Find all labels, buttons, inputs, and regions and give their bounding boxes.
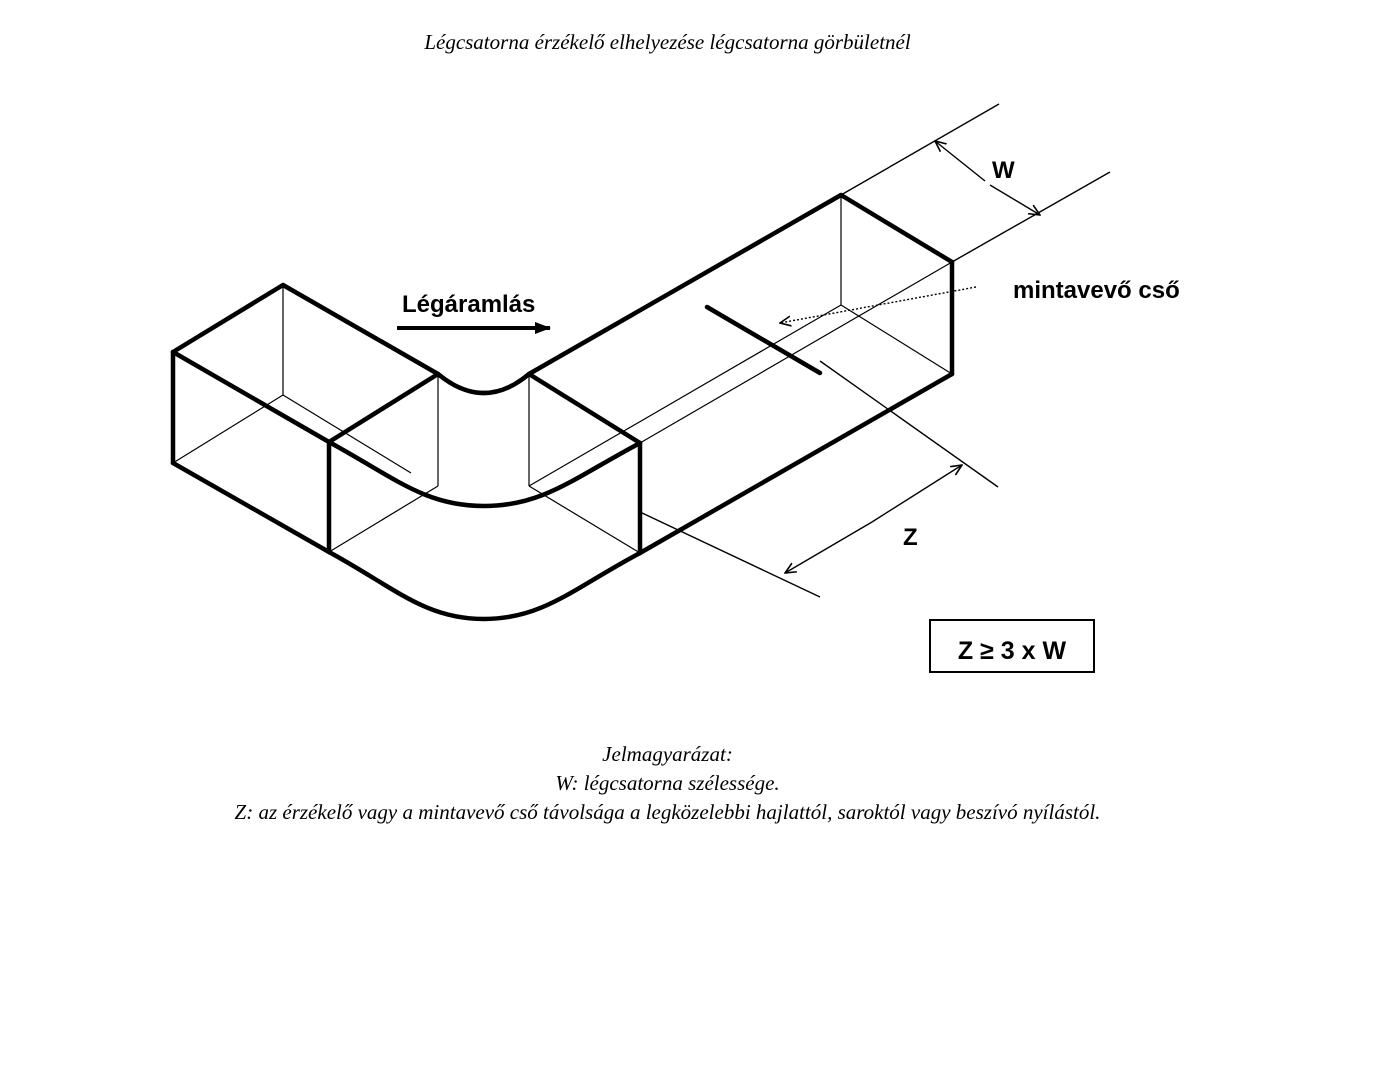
label-airflow: Légáramlás (402, 291, 535, 318)
legend-w-definition: W: légcsatorna szélessége. (555, 771, 780, 795)
dimension-w (840, 103, 1111, 263)
label-sampling-tube: mintavevő cső (1013, 277, 1180, 304)
condition-text: Z ≥ 3 x W (958, 637, 1067, 665)
duct-outline (170, 192, 955, 622)
sampling-tube-leader (780, 286, 977, 323)
legend-heading: Jelmagyarázat: (602, 742, 733, 766)
dimension-z (639, 360, 999, 598)
duct-inner-edges (172, 195, 953, 554)
diagram-title: Légcsatorna érzékelő elhelyezése légcsat… (424, 30, 911, 54)
label-z: Z (903, 524, 918, 551)
legend: Jelmagyarázat: W: légcsatorna szélessége… (0, 740, 1335, 827)
label-w: W (992, 157, 1015, 184)
condition-box (929, 619, 1095, 673)
legend-z-definition: Z: az érzékelő vagy a mintavevő cső távo… (234, 800, 1101, 824)
